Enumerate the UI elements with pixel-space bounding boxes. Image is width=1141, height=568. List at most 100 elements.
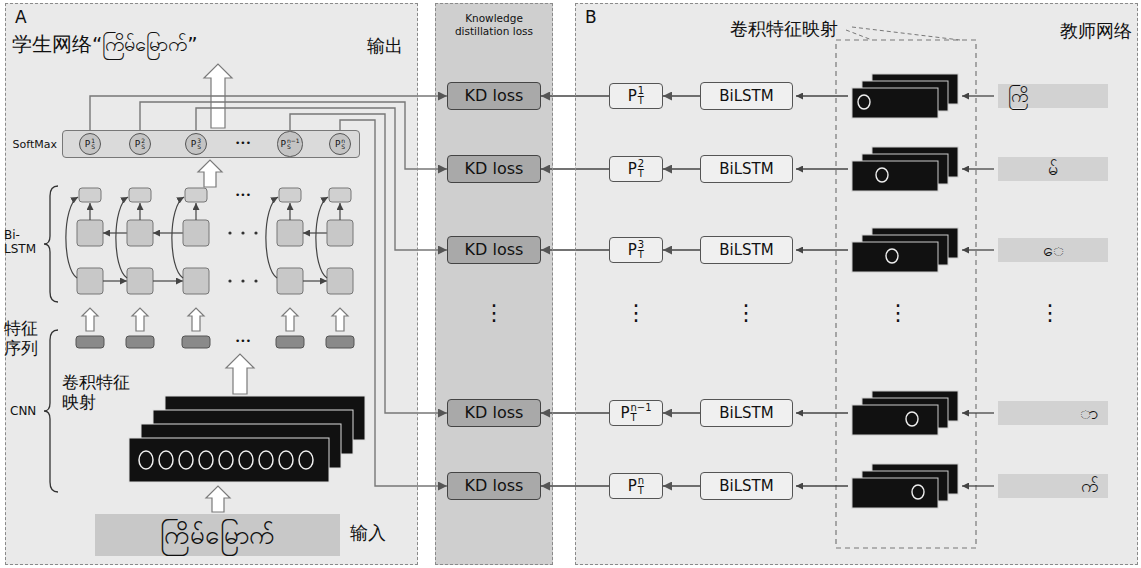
node-text: KD loss [465, 88, 524, 104]
probability-box: Pn−1T [609, 400, 663, 426]
lstm-backward-cell [327, 220, 353, 246]
probability-symbol: P [628, 479, 637, 494]
connector [663, 412, 700, 413]
subscript: S [287, 144, 300, 150]
panel-region: ASoftMaxP1SP2SP3SPn−1SPnSကြိမ်မြောက် [5, 3, 418, 565]
arrow-line [796, 412, 848, 413]
glyph-trace [912, 485, 924, 499]
superscript: n−1 [630, 403, 651, 413]
lstm-link [339, 203, 340, 220]
arrow-line [796, 485, 848, 486]
probability-node: Pn−1S [277, 131, 302, 156]
annotation-label: 卷积特征映射 [62, 372, 130, 412]
connector [340, 120, 447, 486]
block-arrow [132, 308, 148, 331]
lstm-link [103, 280, 127, 281]
lstm-output-cell [185, 188, 207, 202]
lstm-link [139, 203, 140, 220]
lstm-backward-cell [77, 220, 103, 246]
superscript: n [638, 476, 644, 486]
label-holder: ⋮ [606, 300, 666, 326]
arrow-line [796, 249, 848, 250]
index-stack: nT [638, 476, 644, 496]
lstm-link [289, 203, 290, 220]
index-stack: 3S [197, 138, 201, 150]
ellipsis-dot [228, 231, 231, 234]
feature-map [852, 478, 938, 508]
annotation-label: 卷积特征映射 [730, 18, 838, 39]
lstm-output-cell [279, 188, 301, 202]
index-stack: 3T [638, 240, 644, 260]
panel-region: Knowledge distillation loss KD loss KD los… [435, 3, 553, 565]
lstm-forward-cell [183, 268, 209, 294]
probability-symbol: P [135, 140, 140, 149]
lstm-link [153, 232, 183, 233]
index-stack: n−1S [287, 138, 300, 150]
ellipsis-mark: ••• [235, 138, 251, 148]
connector [290, 114, 447, 413]
dashed-group-box [836, 40, 976, 548]
probability-symbol: P [85, 140, 90, 149]
label-holder: ⋮ [1020, 300, 1080, 326]
ellipsis-mark: ⋮ [483, 300, 505, 325]
glyph-trace [179, 451, 193, 469]
label-holder: 输出 [367, 35, 403, 57]
block-arrow [206, 486, 230, 512]
character-image: ေ [998, 238, 1108, 262]
glyph-trace [239, 451, 253, 469]
lstm-backward-cell [127, 220, 153, 246]
subscript: S [91, 144, 95, 150]
lstm-link [316, 197, 328, 278]
bilstm-box: BiLSTM [700, 236, 793, 264]
lstm-link [116, 197, 128, 278]
brace [44, 330, 58, 492]
panel-heading: Knowledge distillation loss [440, 12, 548, 38]
index-stack: nS [341, 138, 345, 150]
node-text: ကြိမ်မြောက် [160, 522, 275, 548]
node-text: KD loss [465, 405, 524, 421]
loss-box: KD loss [447, 236, 541, 264]
superscript: 2 [638, 159, 644, 169]
annotation-label: 学生网络“ကြိမ်မြောက်” [12, 32, 198, 56]
feature-sequence-cell [182, 336, 210, 348]
panel-heading: B [585, 7, 597, 27]
arrow-line [962, 249, 994, 250]
glyph-trace [876, 168, 888, 182]
glyph-trace [159, 451, 173, 469]
probability-symbol: P [620, 406, 629, 421]
index-stack: 1S [91, 138, 95, 150]
subscript: S [197, 144, 201, 150]
probability-symbol: P [191, 140, 196, 149]
ellipsis-mark: ••• [235, 336, 251, 346]
probability-symbol: P [628, 243, 637, 258]
lstm-output-cell [79, 188, 101, 202]
connector [663, 168, 700, 169]
lstm-output-cell [329, 188, 351, 202]
index-stack: 2S [141, 138, 145, 150]
ellipsis-dot [228, 279, 231, 282]
node-text: က် [1081, 477, 1098, 495]
glyph-trace [259, 451, 273, 469]
label-holder: ⋮ [868, 300, 928, 326]
superscript: 3 [638, 240, 644, 250]
glyph-trace [906, 412, 918, 426]
lstm-link [172, 197, 184, 278]
loss-box: KD loss [447, 82, 541, 110]
feature-map [852, 161, 938, 191]
block-arrow [188, 308, 204, 331]
subscript: T [638, 169, 644, 179]
lstm-link [195, 203, 196, 220]
connector [90, 96, 447, 130]
brace [44, 186, 58, 302]
feature-map [852, 88, 938, 118]
label-holder: 卷积特征映射 [62, 372, 132, 413]
label-holder: 卷积特征映射 [730, 18, 838, 40]
glyph-trace [886, 249, 898, 263]
connector [663, 485, 700, 486]
ellipsis-dot [254, 231, 257, 234]
glyph-trace [858, 95, 870, 109]
probability-node: P3S [185, 133, 207, 155]
panel-ground [435, 3, 553, 565]
